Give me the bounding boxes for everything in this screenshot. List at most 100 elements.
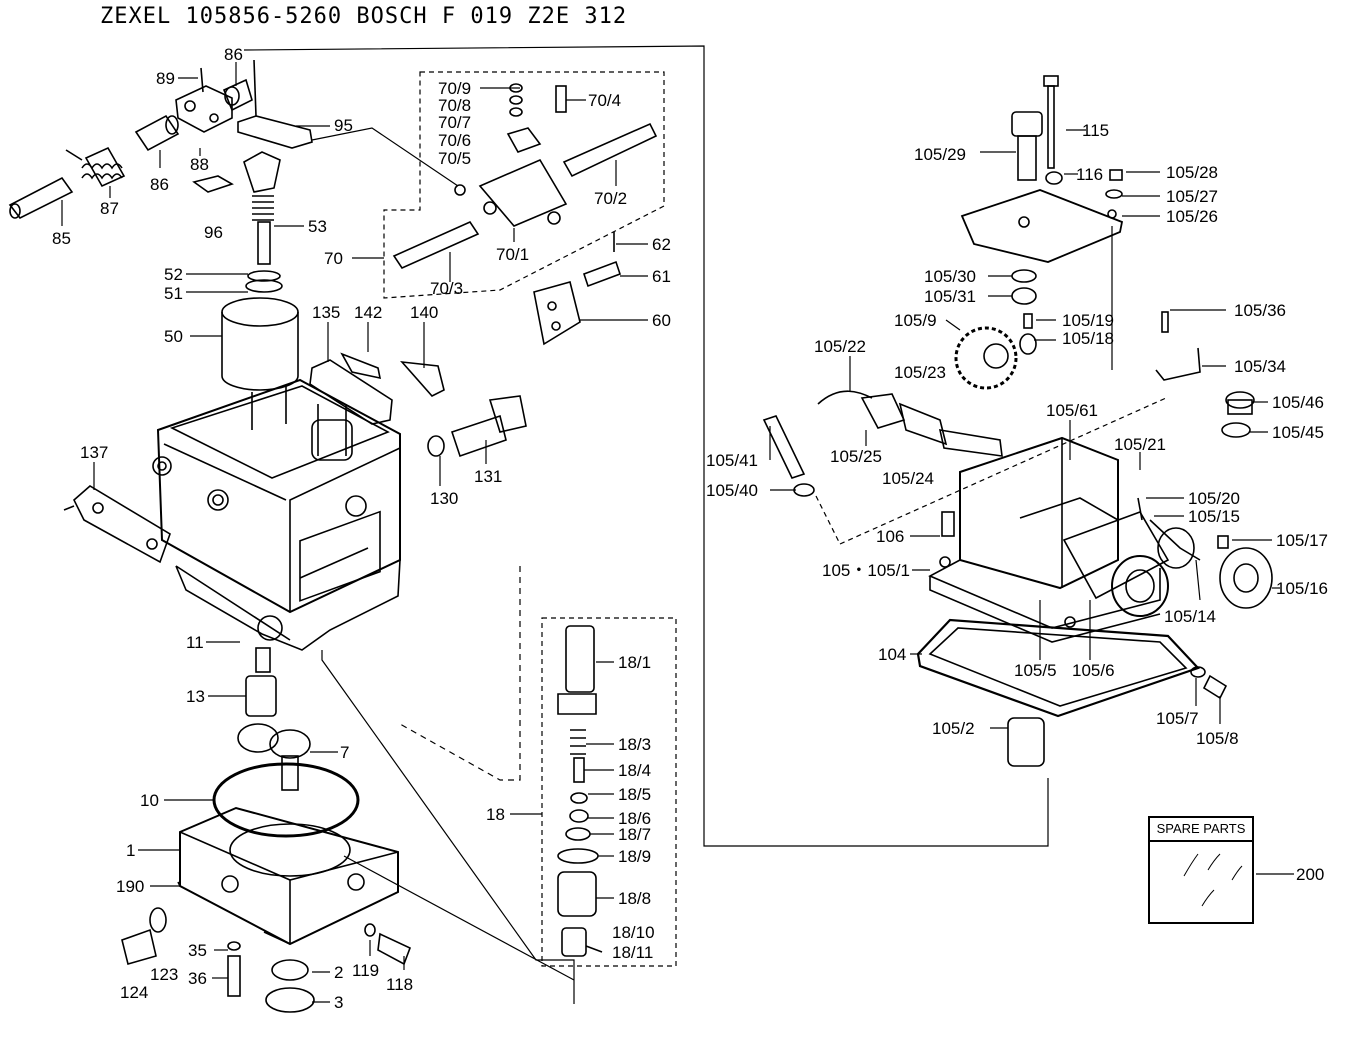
part-label: 105/9 xyxy=(894,311,937,330)
subgroup-18-box xyxy=(541,617,677,967)
part-label: 105/20 xyxy=(1188,489,1240,508)
part-label: 105/45 xyxy=(1272,423,1324,442)
part-label: 105/6 xyxy=(1072,661,1115,680)
part-label: 7 xyxy=(340,743,350,762)
part-label: 105/46 xyxy=(1272,393,1324,412)
part-label: 70/9 xyxy=(438,79,472,98)
part-label: 70 xyxy=(324,249,343,268)
part-label: 105/27 xyxy=(1166,187,1218,206)
part-label: 18/7 xyxy=(618,825,652,844)
spare-parts-box: SPARE PARTS xyxy=(1148,816,1254,924)
part-label: 70/1 xyxy=(496,245,530,264)
part-label: 18/4 xyxy=(618,761,652,780)
part-label: 60 xyxy=(652,311,671,330)
part-label: 53 xyxy=(308,217,327,236)
part-label: 105/16 xyxy=(1276,579,1328,598)
part-label: 88 xyxy=(190,155,209,174)
part-label-200: 200 xyxy=(1296,865,1325,884)
part-label: 130 xyxy=(430,489,459,508)
part-label: 86 xyxy=(224,45,243,64)
part-label: 13 xyxy=(186,687,205,706)
bolts-105-29-115 xyxy=(1011,75,1123,305)
part-label: 18/9 xyxy=(618,847,652,866)
part-label: 70/4 xyxy=(588,91,622,110)
part-label: 70/8 xyxy=(438,96,472,115)
part-label: 104 xyxy=(878,645,907,664)
part-label: 105/23 xyxy=(894,363,946,382)
part-label: 124 xyxy=(120,983,149,1002)
part-label: 18/3 xyxy=(618,735,652,754)
part-label: 18/5 xyxy=(618,785,652,804)
part-label: 105・105/1 xyxy=(822,561,910,580)
subgroup-70-box xyxy=(383,71,665,299)
plug-131 xyxy=(427,395,527,458)
part-label: 105/18 xyxy=(1062,329,1114,348)
spare-parts-title: SPARE PARTS xyxy=(1150,818,1252,842)
part-label: 105/26 xyxy=(1166,207,1218,226)
part-label: 131 xyxy=(474,467,503,486)
part-label: 18/10 xyxy=(612,923,655,942)
boundary-lines xyxy=(243,45,1113,1004)
part-label: 105/25 xyxy=(830,447,882,466)
part-label: 105/30 xyxy=(924,267,976,286)
spare-parts-packet-art xyxy=(1183,853,1243,907)
part-label: 105/7 xyxy=(1156,709,1199,728)
part-label: 70/5 xyxy=(438,149,472,168)
cable-105-22 xyxy=(817,390,1003,457)
part-label: 105/15 xyxy=(1188,507,1240,526)
part-label: 105/61 xyxy=(1046,401,1098,420)
part-label: 70/3 xyxy=(430,279,464,298)
part-label: 87 xyxy=(100,199,119,218)
part-label: 89 xyxy=(156,69,175,88)
part-label: 18 xyxy=(486,805,505,824)
part-label: 105/8 xyxy=(1196,729,1239,748)
housing-105 xyxy=(928,436,1161,643)
part-label: 51 xyxy=(164,284,183,303)
cover-gasket xyxy=(309,352,445,425)
side-cover-137 xyxy=(63,485,171,564)
part-label: 52 xyxy=(164,265,183,284)
part-label: 105/19 xyxy=(1062,311,1114,330)
pump-base xyxy=(177,806,399,946)
part-label: 70/6 xyxy=(438,131,472,150)
part-label: 105/21 xyxy=(1114,435,1166,454)
part-label: 105/22 xyxy=(814,337,866,356)
part-label: 18/11 xyxy=(612,943,654,962)
part-label: 3 xyxy=(334,993,344,1012)
part-label: 135 xyxy=(312,303,341,322)
part-label: 137 xyxy=(80,443,109,462)
part-label: 119 xyxy=(352,961,380,980)
part-label: 142 xyxy=(354,303,383,322)
part-label: 115 xyxy=(1082,121,1110,140)
part-label: 105/17 xyxy=(1276,531,1328,550)
part-label: 96 xyxy=(204,223,223,242)
gear-105-9 xyxy=(954,313,1037,390)
part-label: 70/2 xyxy=(594,189,628,208)
part-label: 105/14 xyxy=(1164,607,1216,626)
part-label: 35 xyxy=(188,941,207,960)
part-label: 106 xyxy=(876,527,905,546)
part-label: 2 xyxy=(334,963,344,982)
part-label: 11 xyxy=(186,633,204,652)
part-label: 105/28 xyxy=(1166,163,1218,182)
part-label: 50 xyxy=(164,327,183,346)
linkage-parts xyxy=(8,59,313,391)
part-label: 105/36 xyxy=(1234,301,1286,320)
part-label: 190 xyxy=(116,877,145,896)
part-label: 86 xyxy=(150,175,169,194)
part-label: 70/7 xyxy=(438,113,472,132)
part-label: 105/24 xyxy=(882,469,934,488)
parts-70 xyxy=(392,83,658,270)
part-label: 10 xyxy=(140,791,159,810)
part-label: 105/29 xyxy=(914,145,966,164)
plate-105-26 xyxy=(960,189,1124,263)
part-label: 62 xyxy=(652,235,671,254)
part-label: 140 xyxy=(410,303,439,322)
parts-18 xyxy=(557,625,603,957)
part-label: 36 xyxy=(188,969,207,988)
part-label: 105/31 xyxy=(924,287,976,306)
part-label: 85 xyxy=(52,229,71,248)
gasket-104 xyxy=(916,618,1200,718)
part-label: 18/6 xyxy=(618,809,652,828)
